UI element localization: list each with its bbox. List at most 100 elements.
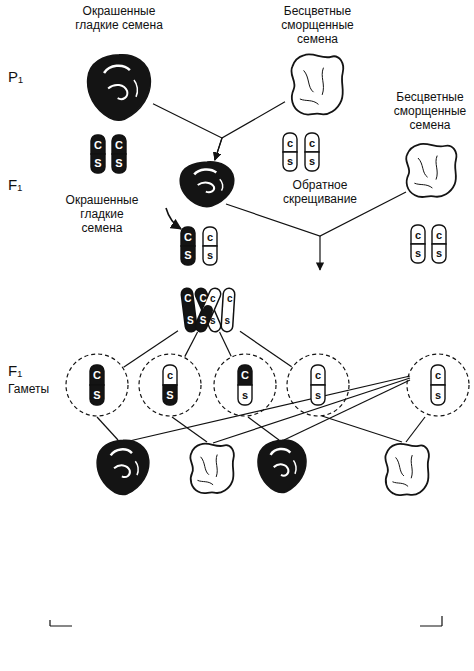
chromosome: cs — [202, 226, 218, 266]
gene-letter: s — [202, 248, 218, 262]
offspring-seed — [258, 440, 306, 493]
chromosome-arm — [305, 133, 319, 152]
chromosome-arm — [163, 385, 177, 405]
generation-label: F₁ — [8, 362, 38, 379]
gene-letter: S — [182, 314, 198, 328]
gene-letter: s — [282, 154, 298, 168]
seed-shape — [178, 160, 236, 208]
chromosome-arm — [431, 365, 445, 385]
gene-letter: C — [90, 138, 106, 152]
gene-letter: c — [282, 136, 298, 150]
chromosome-arm — [203, 246, 217, 265]
seed-label: Бесцветные сморщенные семена — [390, 90, 470, 132]
offspring-seed — [385, 444, 429, 496]
gene-letter: S — [180, 248, 196, 262]
gamete-line — [322, 416, 402, 442]
gene-letter: S — [195, 314, 211, 328]
gamete-shape — [286, 353, 350, 417]
chromosome-arm — [411, 244, 425, 263]
gene-letter: C — [180, 292, 196, 306]
chromosome-arm — [311, 385, 325, 405]
chromosome: cs — [410, 224, 426, 264]
gamete-shape — [65, 353, 129, 417]
gene-letter: s — [304, 154, 320, 168]
chromosome-arm — [91, 135, 105, 154]
gene-letter: s — [219, 314, 235, 328]
chromosome-arm — [91, 154, 105, 173]
chromosome-arm — [238, 385, 252, 405]
seed: Окрашенные гладкие семена — [85, 52, 153, 122]
gene-letter: s — [237, 388, 253, 402]
gamete-outline — [66, 354, 128, 416]
gamete-outline — [139, 354, 201, 416]
gamete-circle: cS — [138, 353, 202, 417]
gamete-outline — [287, 354, 349, 416]
generation-label: Гаметы — [8, 382, 68, 396]
chromosome-arm — [432, 244, 446, 263]
gene-letter: s — [310, 388, 326, 402]
seed-outline — [180, 162, 234, 207]
connector — [220, 332, 232, 356]
gene-letter: S — [111, 156, 127, 170]
chromosome: CS — [111, 134, 127, 174]
gene-letter: C — [89, 368, 105, 382]
gamete-line — [284, 380, 410, 440]
tetrad: CCccSSss — [178, 288, 240, 332]
chromosome-arm — [90, 365, 104, 385]
chromosome-arm — [181, 246, 195, 265]
chromosome-arm — [305, 152, 319, 171]
chromosome: CS — [180, 226, 196, 266]
gene-letter: c — [304, 136, 320, 150]
chromosome-arm — [238, 365, 252, 385]
gamete-line — [406, 417, 425, 442]
chromosome-arm — [90, 385, 104, 405]
chromosome: CS — [90, 134, 106, 174]
gene-letter: s — [205, 314, 221, 328]
connector — [185, 332, 198, 357]
backcross-arrow — [319, 236, 320, 270]
chromosome: cs — [431, 224, 447, 264]
seed: Окрашенные гладкие семена — [178, 160, 236, 208]
offspring-seed — [97, 440, 149, 494]
corner-mark — [50, 620, 72, 626]
seed-shape — [400, 140, 460, 200]
seed: Бесцветные сморщенные семена — [400, 140, 460, 200]
seed-label: Бесцветные сморщенные семена — [270, 4, 365, 46]
seed-shape — [285, 50, 347, 118]
chromosome-arm — [431, 385, 445, 405]
gene-letter: c — [431, 228, 447, 242]
gene-letter: s — [430, 388, 446, 402]
gene-letter: c — [202, 230, 218, 244]
chromosome: cs — [282, 132, 298, 172]
gamete-outline — [214, 354, 276, 416]
gene-letter: C — [180, 230, 196, 244]
gene-letter: s — [410, 246, 426, 260]
gamete-line — [97, 417, 118, 440]
seed-shape — [85, 52, 153, 122]
chromosome-arm — [283, 133, 297, 152]
pointer-arrow — [166, 208, 181, 229]
chromosome-arm — [181, 227, 195, 246]
seed-outline — [406, 144, 456, 197]
gene-letter: C — [237, 368, 253, 382]
gene-letter: s — [431, 246, 447, 260]
chromosome-arm — [203, 227, 217, 246]
seed-outline — [291, 54, 343, 114]
seed-outline — [88, 55, 151, 121]
gene-letter: S — [90, 156, 106, 170]
gamete-circle: Cs — [213, 353, 277, 417]
gamete-circle: CS — [65, 353, 129, 417]
gene-letter: C — [195, 292, 211, 306]
chromosome-arm — [112, 154, 126, 173]
connector — [153, 104, 222, 160]
gene-letter: c — [430, 368, 446, 382]
chromosome-arm — [311, 365, 325, 385]
seed: Бесцветные сморщенные семена — [285, 50, 347, 118]
connector — [124, 331, 178, 367]
gene-letter: S — [89, 388, 105, 402]
gene-letter: c — [410, 228, 426, 242]
gamete-line — [125, 376, 410, 442]
gamete-shape — [138, 353, 202, 417]
gene-letter: c — [205, 292, 221, 306]
chromosome-arm — [163, 365, 177, 385]
